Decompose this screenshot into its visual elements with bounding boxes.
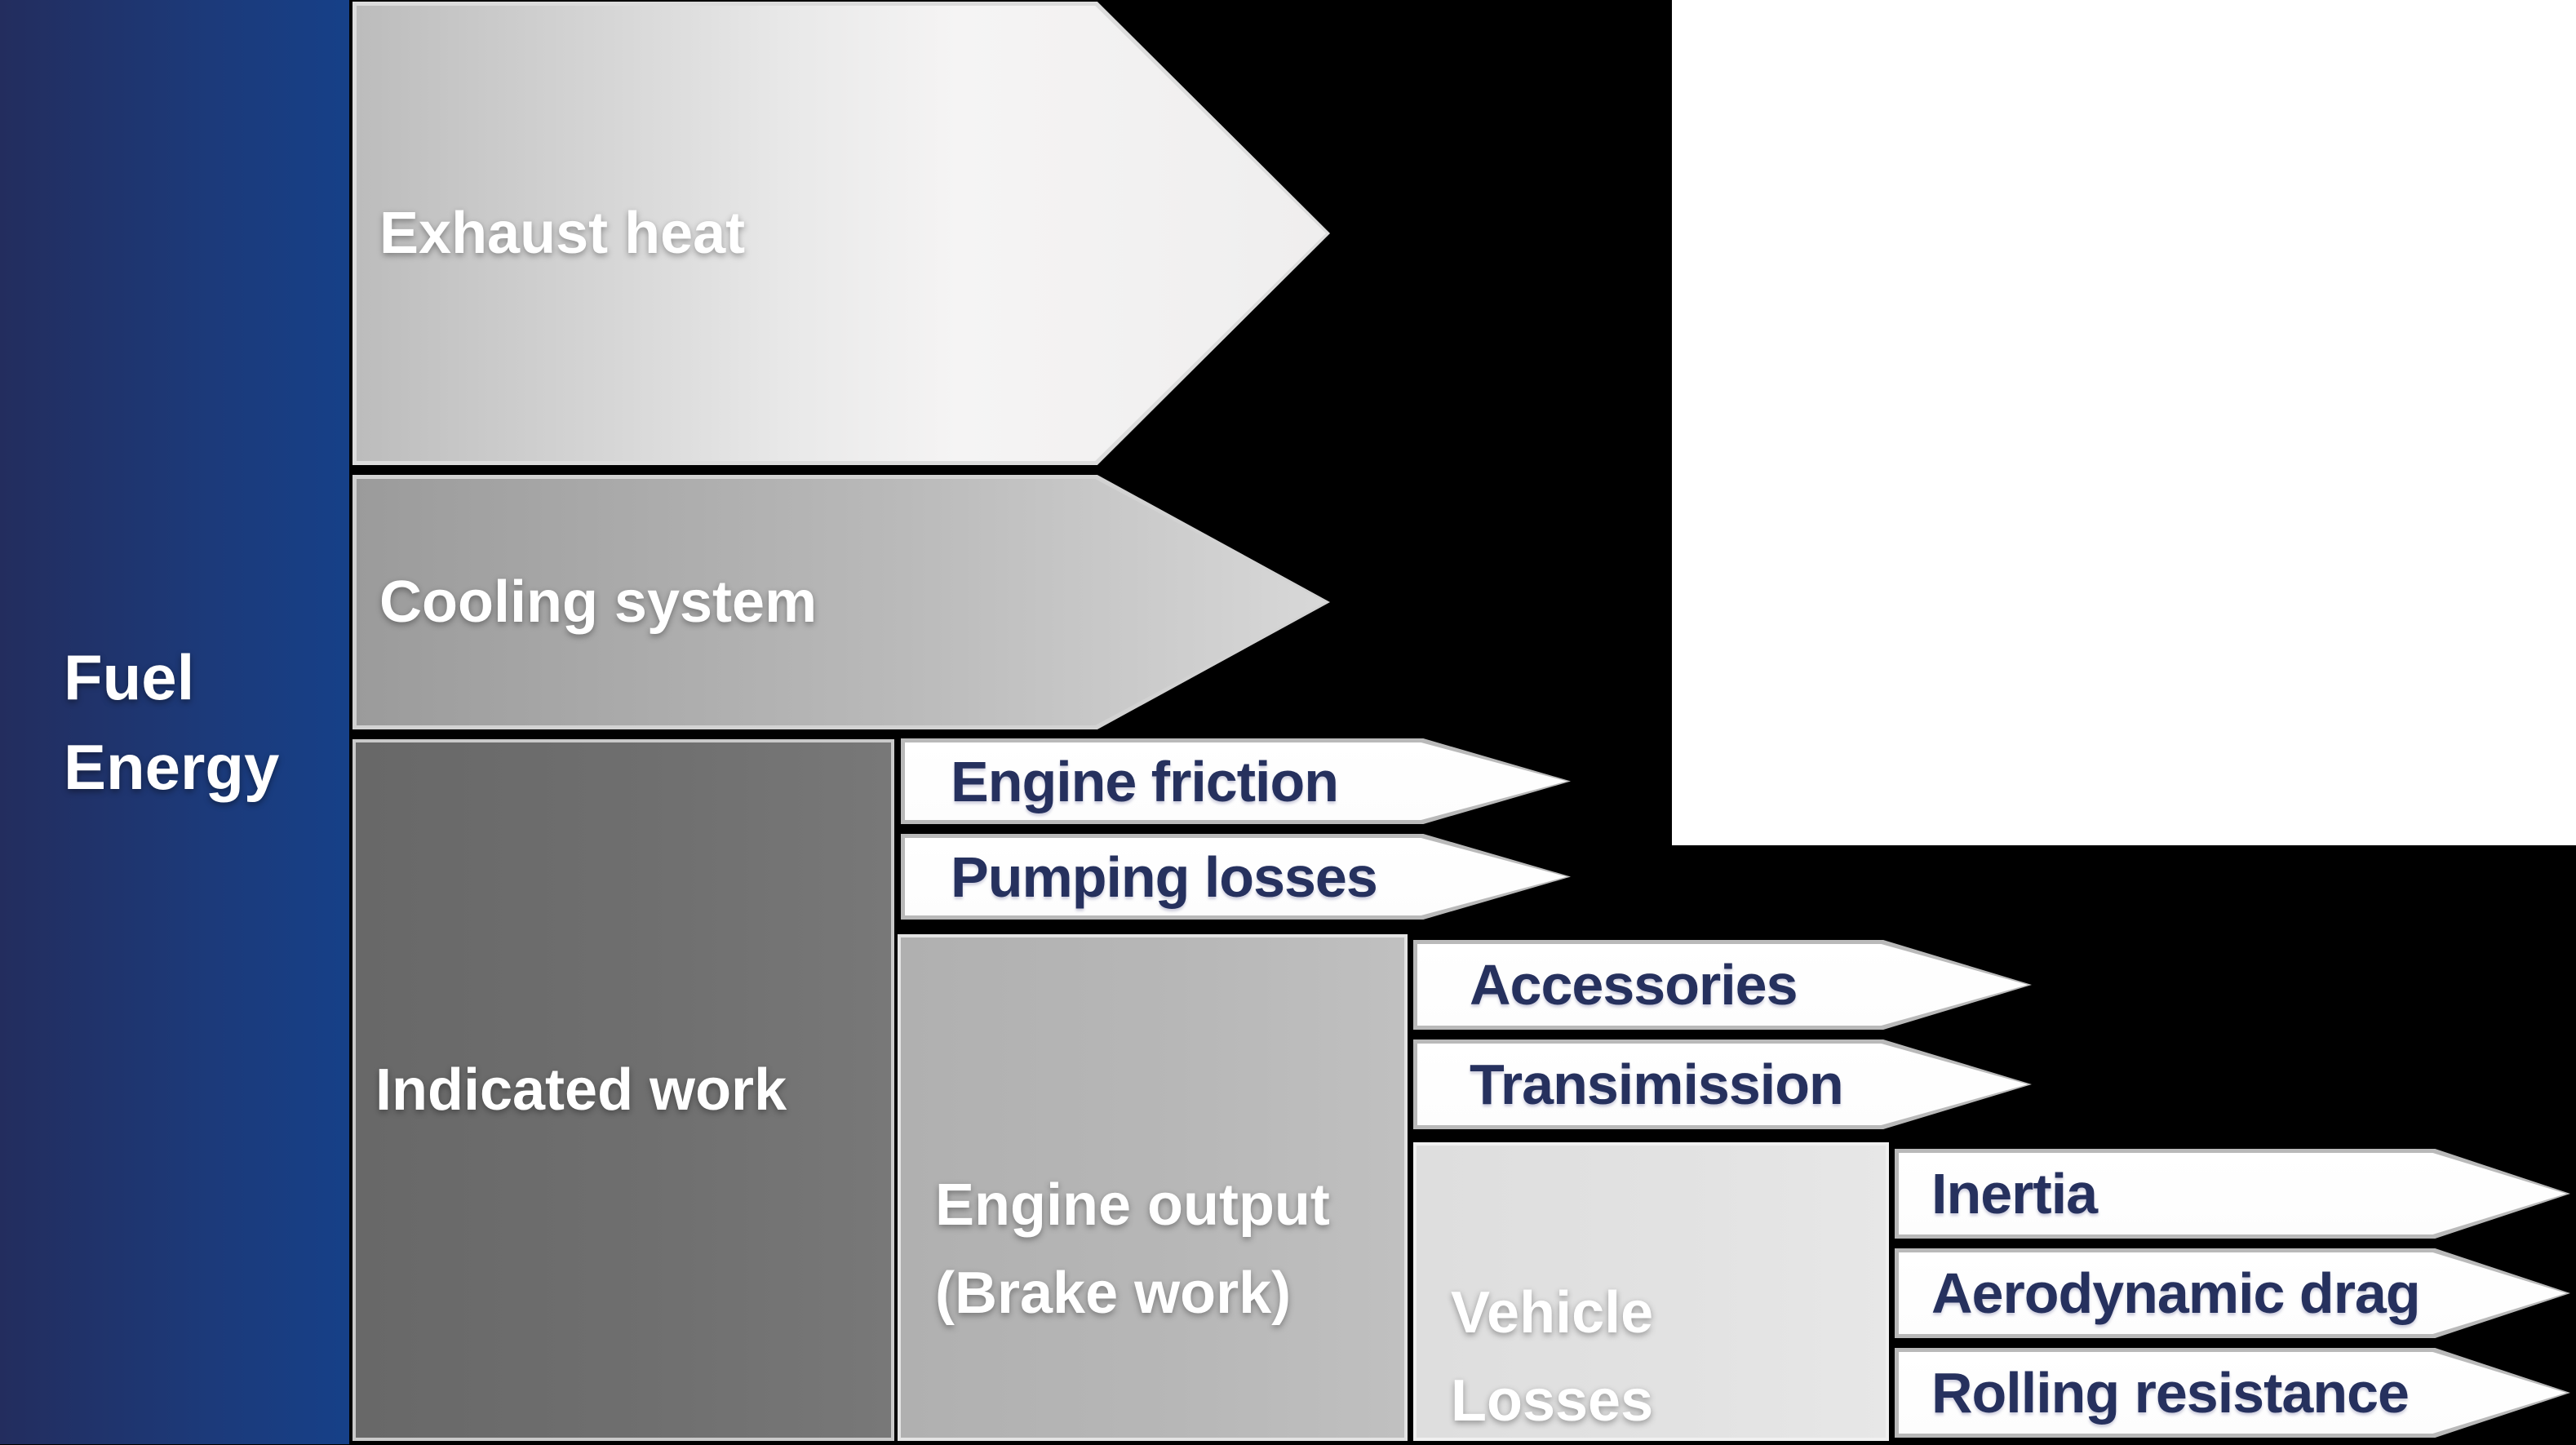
empty-white-panel [1672, 0, 2576, 845]
inertia-label: Inertia [1931, 1162, 2098, 1226]
indicated-work-label: Indicated work [375, 1057, 787, 1123]
arrow-pumping-losses-fill: Pumping losses [905, 838, 1567, 915]
accessories-label: Accessories [1470, 953, 1798, 1017]
block-indicated-work: Indicated work [352, 739, 894, 1441]
vehicle-losses-label-line1: Vehicle [1451, 1280, 1654, 1345]
arrow-pumping-losses: Pumping losses [901, 834, 1571, 920]
block-vehicle-losses: Vehicle Losses [1413, 1142, 1889, 1441]
arrow-engine-friction-fill: Engine friction [905, 742, 1567, 820]
fuel-energy-label: Fuel Energy [0, 632, 349, 812]
arrow-aerodynamic-drag: Aerodynamic drag [1895, 1248, 2570, 1338]
arrow-engine-friction: Engine friction [901, 738, 1571, 824]
engine-output-label: Engine output (Brake work) [901, 1161, 1404, 1337]
vehicle-losses-label: Vehicle Losses [1417, 1269, 1886, 1445]
arrow-aerodynamic-drag-fill: Aerodynamic drag [1899, 1252, 2566, 1334]
cooling-system-label: Cooling system [379, 570, 818, 635]
pumping-losses-label: Pumping losses [951, 844, 1378, 909]
fuel-energy-label-line1: Fuel [64, 641, 195, 713]
arrow-exhaust-heat-fill: Exhaust heat [357, 6, 1326, 461]
exhaust-heat-label: Exhaust heat [379, 201, 746, 266]
block-engine-output: Engine output (Brake work) [898, 934, 1408, 1441]
vehicle-losses-label-line2: Losses [1451, 1368, 1654, 1434]
arrow-transimission-fill: Transimission [1417, 1044, 2028, 1125]
arrow-transimission: Transimission [1413, 1039, 2032, 1129]
engine-output-label-line2: (Brake work) [935, 1260, 1292, 1326]
aerodynamic-drag-label: Aerodynamic drag [1931, 1261, 2421, 1325]
fuel-energy-label-line2: Energy [64, 731, 280, 803]
rolling-resistance-label: Rolling resistance [1931, 1361, 2410, 1425]
arrow-cooling-system-fill: Cooling system [357, 479, 1326, 725]
arrow-exhaust-heat: Exhaust heat [352, 2, 1330, 465]
arrow-inertia-fill: Inertia [1899, 1153, 2566, 1234]
arrow-cooling-system: Cooling system [352, 475, 1330, 729]
arrow-accessories-fill: Accessories [1417, 944, 2028, 1026]
arrow-rolling-resistance-fill: Rolling resistance [1899, 1352, 2566, 1434]
arrow-inertia: Inertia [1895, 1149, 2570, 1239]
arrow-rolling-resistance: Rolling resistance [1895, 1348, 2570, 1438]
engine-output-label-line1: Engine output [935, 1172, 1330, 1238]
fuel-energy-bar: Fuel Energy [0, 0, 349, 1444]
transimission-label: Transimission [1470, 1053, 1844, 1116]
engine-friction-label: Engine friction [951, 749, 1339, 813]
arrow-accessories: Accessories [1413, 940, 2032, 1030]
